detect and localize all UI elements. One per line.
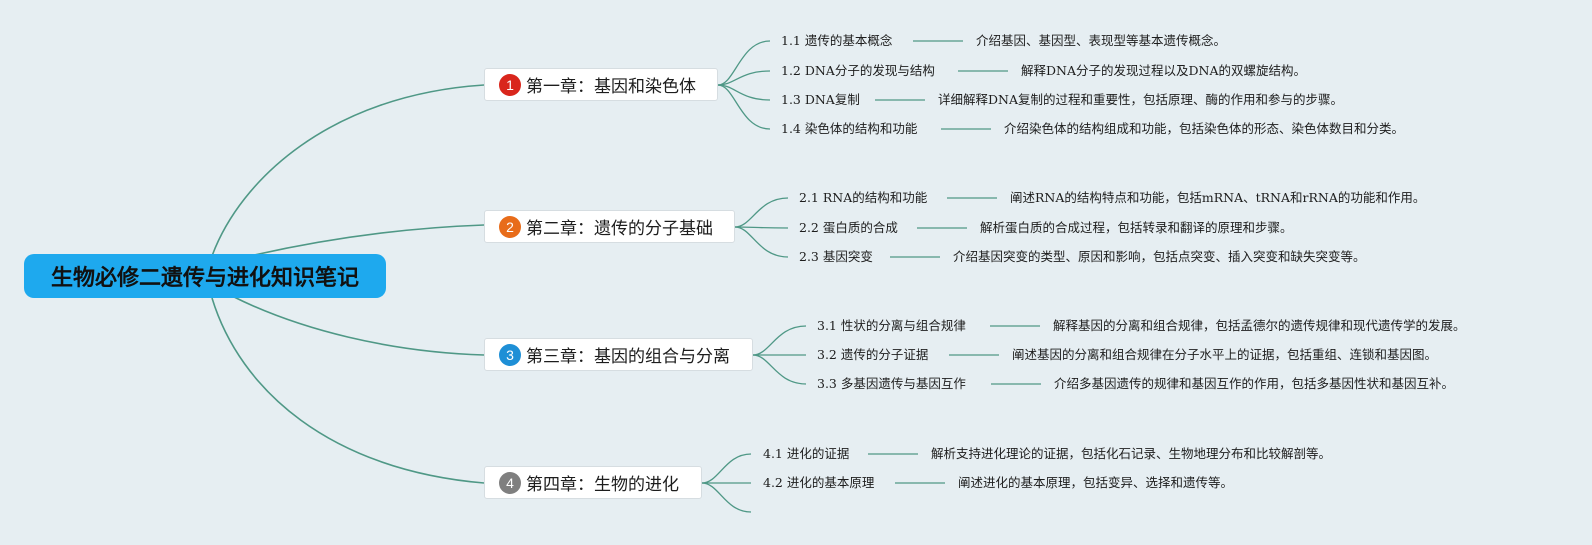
branch-line-chapter-4 — [211, 297, 485, 484]
topic-2-1-description: 阐述RNA的结构特点和功能，包括mRNA、tRNA和rRNA的功能和作用。 — [1010, 190, 1426, 205]
fan-line-2-3 — [734, 226, 789, 258]
chapter-2-title: 第二章：遗传的分子基础 — [526, 219, 713, 239]
fan-line-3-3 — [752, 354, 807, 385]
fan-line-1-4 — [717, 84, 771, 130]
chapter-1-node[interactable]: 1 第一章：基因和染色体 — [484, 68, 718, 101]
topic-1-2[interactable]: 1.2 DNA分子的发现与结构 — [781, 63, 935, 78]
branch-line-chapter-3 — [231, 295, 485, 356]
topic-3-1[interactable]: 3.1 性状的分离与组合规律 — [817, 318, 966, 333]
topic-3-2[interactable]: 3.2 遗传的分子证据 — [817, 347, 929, 362]
chapter-2-node[interactable]: 2 第二章：遗传的分子基础 — [484, 210, 735, 243]
chapter-3-node[interactable]: 3 第三章：基因的组合与分离 — [484, 338, 753, 371]
chapter-4-node[interactable]: 4 第四章：生物的进化 — [484, 466, 702, 499]
topic-1-1-description: 介绍基因、基因型、表现型等基本遗传概念。 — [976, 33, 1227, 48]
root-topic[interactable]: 生物必修二遗传与进化知识笔记 — [24, 254, 386, 298]
topic-3-2-description: 阐述基因的分离和组合规律在分子水平上的证据，包括重组、连锁和基因图。 — [1012, 347, 1438, 362]
topic-1-1[interactable]: 1.1 遗传的基本概念 — [781, 33, 893, 48]
fan-line-3-1 — [752, 325, 807, 356]
topic-desc-connectors — [868, 40, 1041, 484]
topic-1-3-description: 详细解释DNA复制的过程和重要性，包括原理、酶的作用和参与的步骤。 — [938, 92, 1343, 107]
fan-line-2-1 — [734, 197, 789, 228]
fan-line-4-1 — [701, 453, 752, 484]
topic-1-4-description: 介绍染色体的结构组成和功能，包括染色体的形态、染色体数目和分类。 — [1004, 121, 1405, 136]
topic-1-2-description: 解释DNA分子的发现过程以及DNA的双螺旋结构。 — [1021, 63, 1306, 78]
chapter-1-title: 第一章：基因和染色体 — [526, 77, 696, 97]
topic-4-1-description: 解析支持进化理论的证据，包括化石记录、生物地理分布和比较解剖等。 — [931, 446, 1332, 461]
fan-line-2-2 — [734, 226, 789, 229]
branch-line-chapter-2 — [249, 224, 485, 257]
topic-2-3-description: 介绍基因突变的类型、原因和影响，包括点突变、插入突变和缺失突变等。 — [953, 249, 1366, 264]
chapter-3-title: 第三章：基因的组合与分离 — [526, 347, 730, 367]
fan-line-1-3 — [717, 84, 771, 101]
topic-2-1[interactable]: 2.1 RNA的结构和功能 — [799, 190, 928, 205]
fan-line-1-1 — [717, 40, 771, 86]
chapter-4-title: 第四章：生物的进化 — [526, 475, 679, 495]
topic-3-3[interactable]: 3.3 多基因遗传与基因互作 — [817, 376, 966, 391]
chapter-1-number-badge: 1 — [499, 73, 521, 96]
topic-4-2-description: 阐述进化的基本原理，包括变异、选择和遗传等。 — [958, 475, 1234, 490]
topic-4-2[interactable]: 4.2 进化的基本原理 — [763, 475, 875, 490]
topic-2-3[interactable]: 2.3 基因突变 — [799, 249, 873, 264]
topic-3-1-description: 解释基因的分离和组合规律，包括孟德尔的遗传规律和现代遗传学的发展。 — [1053, 318, 1466, 333]
topic-2-2[interactable]: 2.2 蛋白质的合成 — [799, 220, 898, 235]
chapter-2-number-badge: 2 — [499, 215, 521, 238]
chapter-4-number-badge: 4 — [499, 471, 521, 494]
fan-line-4-3 — [701, 482, 752, 513]
topic-1-3[interactable]: 1.3 DNA复制 — [781, 92, 860, 107]
fan-line-1-2 — [717, 70, 771, 86]
branch-line-chapter-1 — [211, 84, 485, 257]
topic-2-2-description: 解析蛋白质的合成过程，包括转录和翻译的原理和步骤。 — [980, 220, 1293, 235]
topic-3-3-description: 介绍多基因遗传的规律和基因互作的作用，包括多基因性状和基因互补。 — [1054, 376, 1455, 391]
topic-1-4[interactable]: 1.4 染色体的结构和功能 — [781, 121, 918, 136]
topic-4-1[interactable]: 4.1 进化的证据 — [763, 446, 850, 461]
root-branches — [211, 84, 485, 484]
chapter-3-number-badge: 3 — [499, 343, 521, 366]
